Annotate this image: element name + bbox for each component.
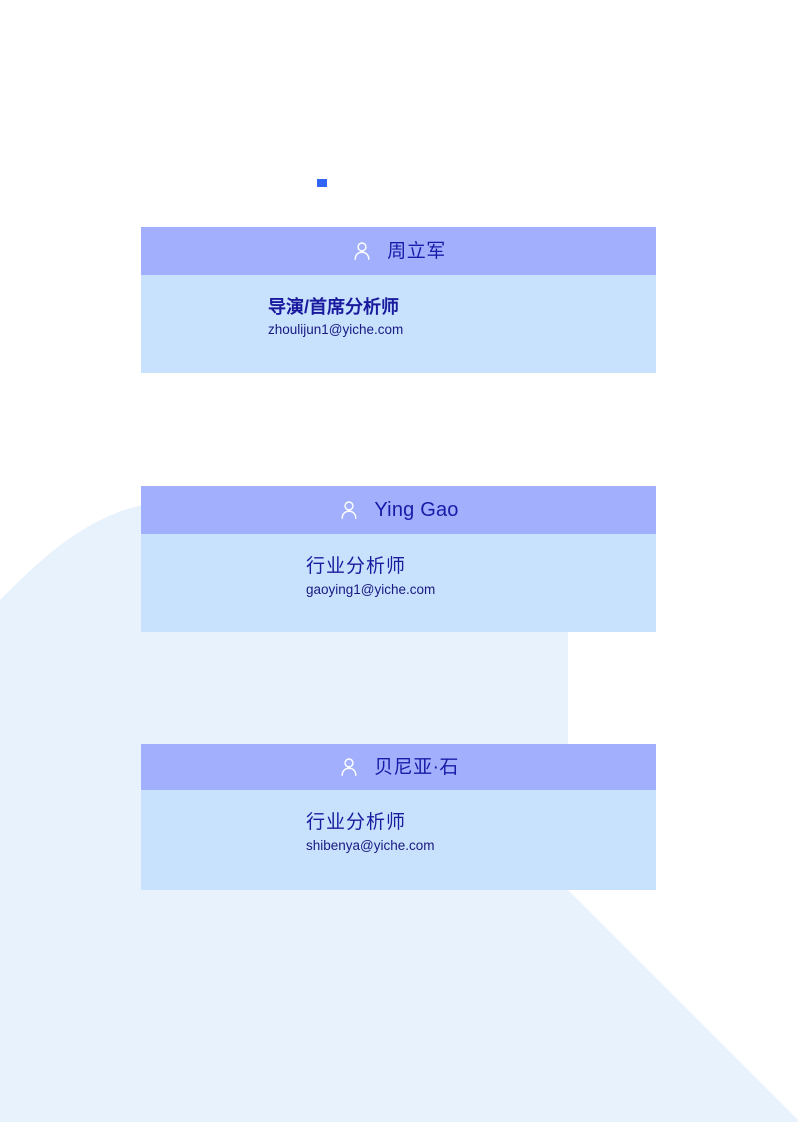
top-accent-marker (317, 179, 327, 187)
profile-email[interactable]: gaoying1@yiche.com (306, 581, 436, 597)
profile-card[interactable]: Ying Gao 行业分析师 gaoying1@yiche.com (141, 486, 656, 632)
profile-card-header: Ying Gao (141, 486, 656, 534)
person-icon (338, 499, 360, 521)
profile-card-header: 周立军 (141, 227, 656, 275)
profile-card-header: 贝尼亚·石 (141, 744, 656, 790)
profile-email[interactable]: zhoulijun1@yiche.com (268, 321, 404, 337)
profile-name: 贝尼亚·石 (374, 756, 459, 778)
profile-role: 导演/首席分析师 (268, 297, 400, 317)
profile-card-body: 行业分析师 gaoying1@yiche.com (141, 534, 656, 600)
profile-card[interactable]: 周立军 导演/首席分析师 zhoulijun1@yiche.com (141, 227, 656, 373)
person-icon (351, 240, 373, 262)
profile-email[interactable]: shibenya@yiche.com (306, 837, 435, 853)
profile-role: 行业分析师 (306, 556, 407, 577)
profile-name: 周立军 (387, 240, 446, 262)
profile-card[interactable]: 贝尼亚·石 行业分析师 shibenya@yiche.com (141, 744, 656, 890)
profile-card-body: 行业分析师 shibenya@yiche.com (141, 790, 656, 856)
profile-role: 行业分析师 (306, 812, 407, 833)
profile-card-body: 导演/首席分析师 zhoulijun1@yiche.com (141, 275, 656, 340)
profile-name: Ying Gao (374, 499, 459, 521)
person-icon (338, 756, 360, 778)
